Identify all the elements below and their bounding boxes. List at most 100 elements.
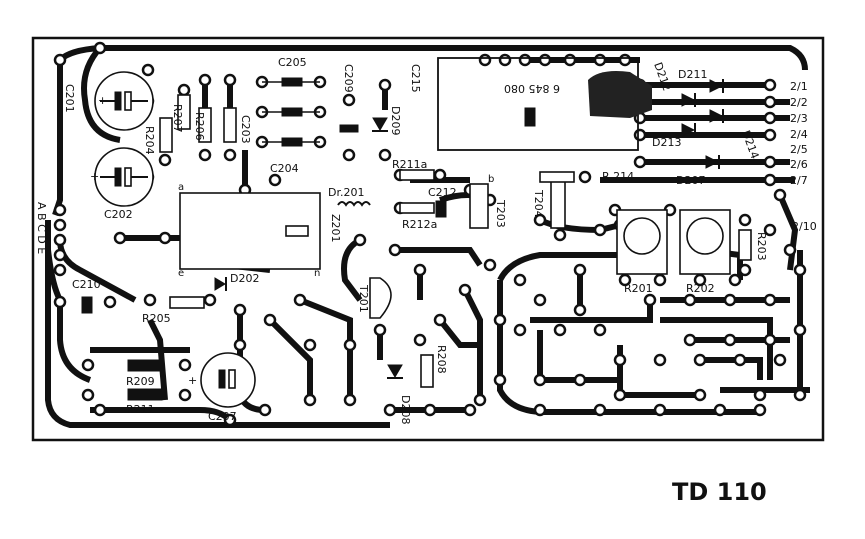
solder-pad [223,148,237,162]
solder-pad [223,413,237,427]
solder-pad [683,293,697,307]
solder-pad [533,373,547,387]
solder-pad [593,53,607,67]
solder-pad [643,293,657,307]
solder-pad [553,323,567,337]
choke-dr201 [337,201,371,207]
solder-pad [388,243,402,257]
label-part-number: 6 845 080 [504,82,560,95]
connector-2-10: 2/10 [792,220,817,233]
solder-pad [533,403,547,417]
solder-pad [683,333,697,347]
capacitor-c209 [339,124,359,133]
solder-pad [783,243,797,257]
label-t204: T204 [532,189,545,218]
solder-pad [203,293,217,307]
label-r214: R 214 [602,170,634,183]
solder-pad [141,63,155,77]
solder-pad [738,213,752,227]
label-d209: D209 [389,106,402,135]
solder-pad [458,283,472,297]
solder-pad [423,403,437,417]
solder-pad [763,333,777,347]
solder-pad [93,403,107,417]
solder-pad [613,353,627,367]
solder-pad [373,323,387,337]
solder-pad [773,353,787,367]
solder-pad [343,393,357,407]
trimmer-r202 [679,209,731,275]
solder-pad [763,111,777,125]
solder-pad [103,295,117,309]
label-row-abcde: A B C D E [35,202,48,254]
label-t203: T203 [494,199,507,228]
solder-pad [533,213,547,227]
label-r205: R205 [142,312,171,325]
label-c202: C202 [104,208,133,221]
label-c209: C209 [342,64,355,93]
label-r211: R211 [126,403,155,416]
solder-pad [693,388,707,402]
solder-pad [353,233,367,247]
diode-d209 [372,117,388,132]
solder-pad [263,313,277,327]
solder-pad [478,53,492,67]
solder-pad [198,148,212,162]
label-r202: R202 [686,282,715,295]
solder-pad [763,128,777,142]
solder-pad [653,353,667,367]
connector-2-1: 2/1 [790,80,808,93]
label-c205: C205 [278,56,307,69]
ic-z201 [179,192,321,270]
label-d211: D211 [678,68,707,81]
resistor-r203-top [223,107,237,143]
capacitor-c202 [94,147,154,207]
solder-pad [81,388,95,402]
transistor-t203 [469,183,489,229]
solder-pad [233,303,247,317]
solder-pad [593,403,607,417]
solder-pad [573,263,587,277]
solder-pad [342,148,356,162]
label-c207: C207 [208,410,237,423]
solder-pad [233,338,247,352]
label-pin-e: e [178,268,184,279]
solder-pad [753,403,767,417]
solder-pad [343,338,357,352]
label-plus-c202: + [90,170,99,183]
diode-d213 [681,123,696,137]
diode-d202 [214,277,227,291]
solder-pad [793,263,807,277]
solder-pad [593,323,607,337]
connector-2-4: 2/4 [790,128,808,141]
solder-pad [498,53,512,67]
solder-pad [733,353,747,367]
solder-pad [573,373,587,387]
solder-pad [633,155,647,169]
label-r211a: R211a [392,158,427,171]
resistor-r212a [399,202,435,214]
trimmer-r201 [616,209,668,275]
label-pin-n: n [314,268,320,279]
resistor-r211 [127,388,163,401]
label-r207: R207 [171,104,184,133]
solder-pad [53,233,67,247]
solder-pad [513,323,527,337]
module-blob [588,71,652,118]
solder-pad [653,403,667,417]
label-dr201: Dr.201 [328,186,364,199]
diode-d208 [387,364,403,379]
solder-pad [198,73,212,87]
solder-pad [693,273,707,287]
solder-pad [713,403,727,417]
connector-2-6: 2/6 [790,158,808,171]
resistor-r207 [177,94,191,130]
transistor-t201 [369,277,392,319]
solder-pad [533,293,547,307]
label-d208: D208 [399,395,412,424]
solder-pad [593,223,607,237]
capacitor-c215 [524,107,536,127]
connector-2-7: 2/7 [790,174,808,187]
solder-pad [53,263,67,277]
